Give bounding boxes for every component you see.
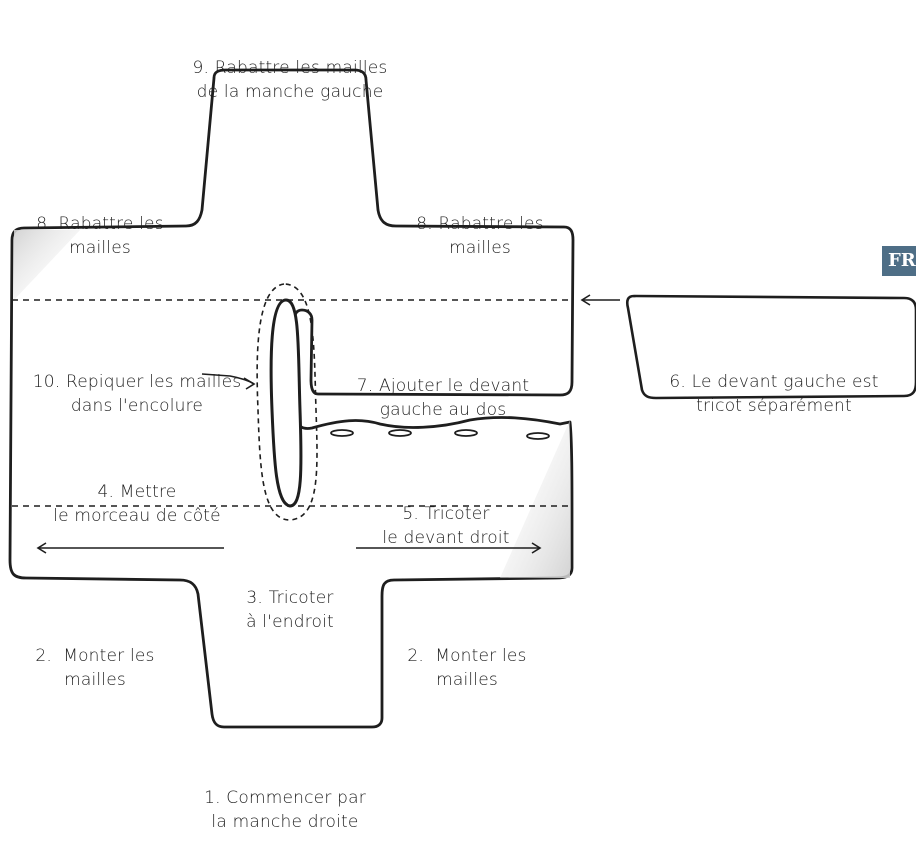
arrow-knit-left bbox=[36, 542, 224, 554]
shade-bottom-right bbox=[500, 420, 570, 578]
neckline-pickup-dashed bbox=[256, 283, 318, 521]
neckline-opening bbox=[269, 298, 303, 508]
shade-top-left bbox=[14, 230, 80, 300]
buttonholes bbox=[330, 429, 550, 440]
arrow-knit-right bbox=[356, 542, 542, 554]
language-badge: FR bbox=[882, 246, 916, 276]
knitting-diagram bbox=[8, 68, 916, 729]
buttonhole bbox=[454, 429, 478, 437]
buttonhole bbox=[526, 432, 550, 440]
buttonhole bbox=[330, 429, 354, 437]
arrow-left-front bbox=[580, 294, 620, 306]
arrow-to-neckline bbox=[201, 373, 256, 390]
note-box bbox=[625, 294, 916, 400]
buttonhole bbox=[388, 429, 412, 437]
